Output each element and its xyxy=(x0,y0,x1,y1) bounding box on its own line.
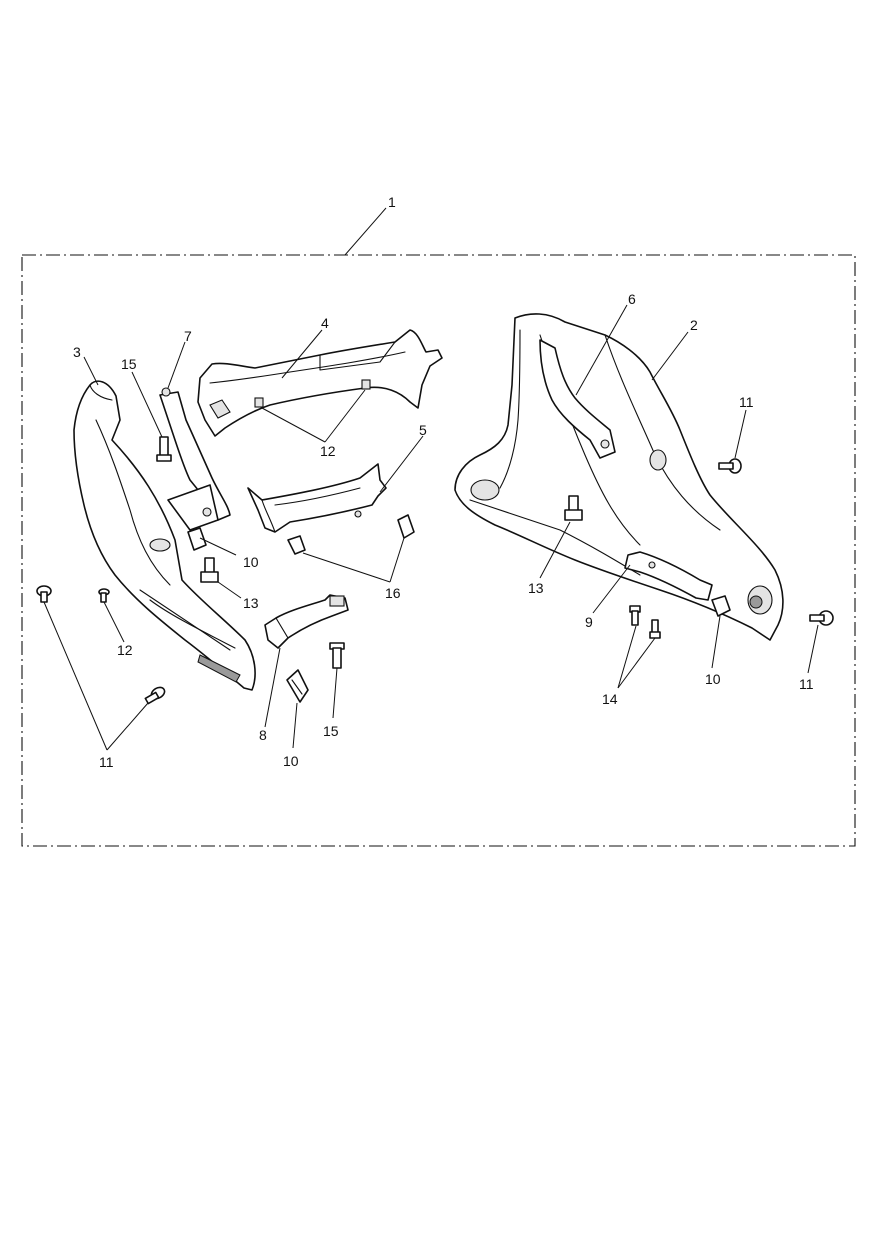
callout-8: 8 xyxy=(259,727,267,743)
part-13-bolt[interactable] xyxy=(200,557,219,583)
part-8-lower-bracket[interactable] xyxy=(264,594,349,649)
kit-boundary-frame xyxy=(21,254,856,847)
callout-12: 12 xyxy=(117,642,133,658)
part-3-left-lower-panel[interactable] xyxy=(73,380,256,691)
part-14-bolt[interactable] xyxy=(629,605,641,626)
callout-11: 11 xyxy=(739,394,754,410)
part-13-bolt[interactable] xyxy=(564,495,583,521)
part-10-clip[interactable] xyxy=(286,669,309,703)
part-9-right-lower-bracket[interactable] xyxy=(624,551,713,601)
part-6-right-upper-bracket[interactable] xyxy=(539,339,616,459)
callout-10: 10 xyxy=(705,671,721,687)
part-2-right-side-panel[interactable] xyxy=(454,313,784,641)
callout-10: 10 xyxy=(283,753,299,769)
callout-16: 16 xyxy=(385,585,401,601)
callout-7: 7 xyxy=(184,328,192,344)
part-4-upper-center-panel[interactable] xyxy=(197,329,443,437)
callout-15: 15 xyxy=(121,356,137,372)
part-11-push-rivet[interactable] xyxy=(144,685,166,705)
callout-2: 2 xyxy=(690,317,698,333)
part-15-bolt[interactable] xyxy=(156,436,172,462)
callout-11: 11 xyxy=(99,754,114,770)
callout-6: 6 xyxy=(628,291,636,307)
callout-13: 13 xyxy=(243,595,259,611)
leader-lines xyxy=(43,207,819,751)
callout-9: 9 xyxy=(585,614,593,630)
callout-5: 5 xyxy=(419,422,427,438)
callout-labels: 1 2 3 4 5 6 7 8 9 10 10 10 11 11 11 12 1… xyxy=(73,194,814,770)
part-15-bolt[interactable] xyxy=(329,642,345,669)
part-11-push-rivet[interactable] xyxy=(809,610,834,626)
callout-14: 14 xyxy=(602,691,618,707)
part-14-bolt[interactable] xyxy=(649,619,661,639)
part-7-left-bracket[interactable] xyxy=(159,387,231,531)
part-10-clip[interactable] xyxy=(187,527,207,551)
callout-12: 12 xyxy=(320,443,336,459)
part-11-push-rivet[interactable] xyxy=(718,458,742,474)
part-10-clip[interactable] xyxy=(711,595,731,617)
callout-3: 3 xyxy=(73,344,81,360)
callout-4: 4 xyxy=(321,315,329,331)
callout-13: 13 xyxy=(528,580,544,596)
part-16-clip[interactable] xyxy=(287,535,306,555)
part-5-center-lower-panel[interactable] xyxy=(247,463,387,533)
callout-11: 11 xyxy=(799,676,814,692)
part-12-screw[interactable] xyxy=(98,588,110,603)
callout-1: 1 xyxy=(388,194,396,210)
callout-10: 10 xyxy=(243,554,259,570)
callout-15: 15 xyxy=(323,723,339,739)
part-16-clip[interactable] xyxy=(397,514,415,539)
part-11-push-rivet[interactable] xyxy=(36,585,52,603)
